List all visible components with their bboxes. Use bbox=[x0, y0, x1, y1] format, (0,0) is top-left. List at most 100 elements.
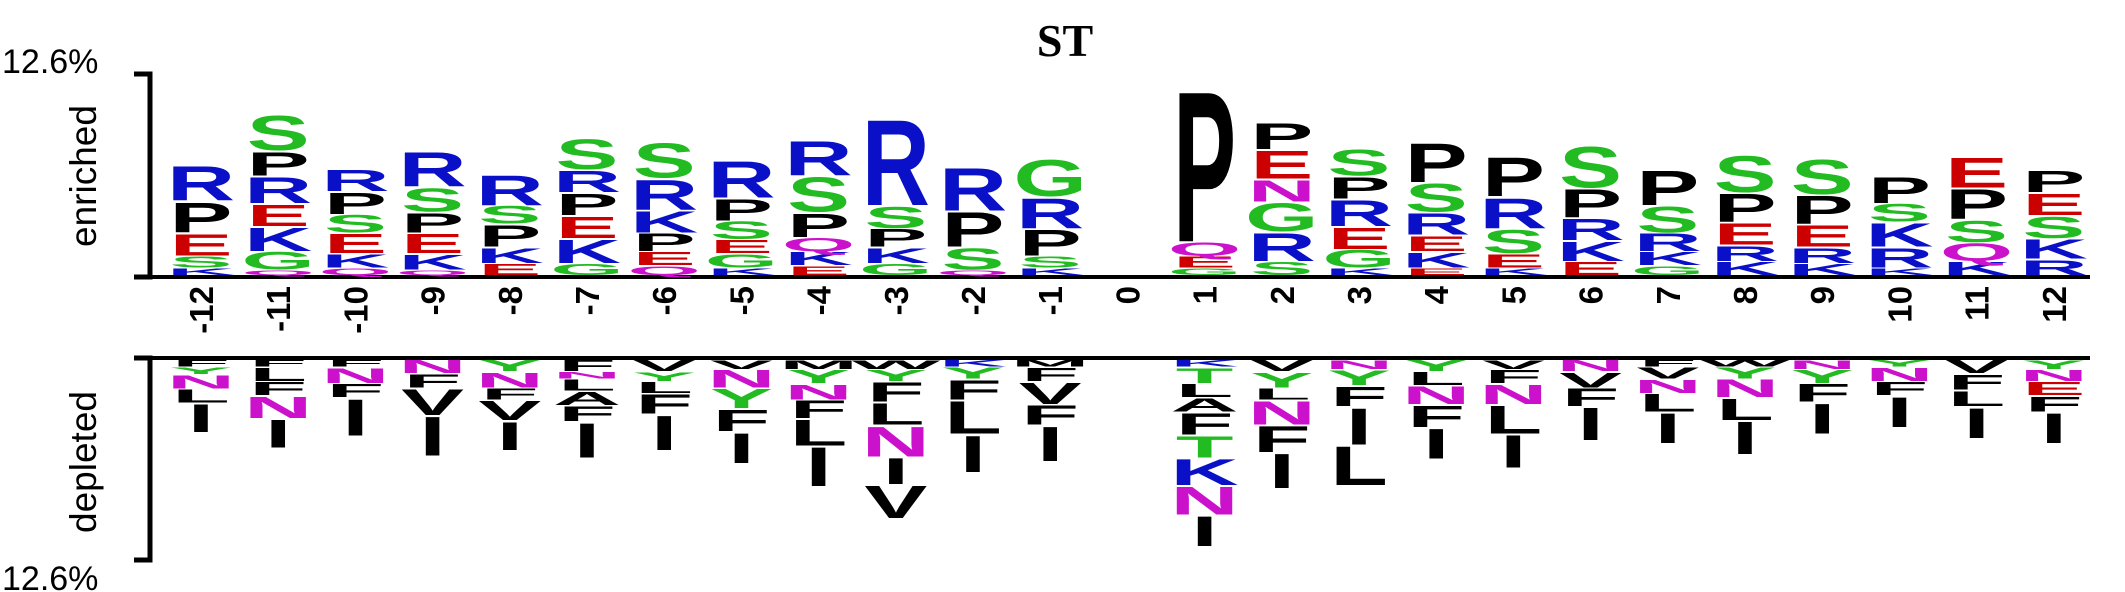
enriched-letter-r: R bbox=[1557, 212, 1625, 246]
enriched-letter-r: R bbox=[244, 170, 312, 211]
enriched-letter-p: P bbox=[1714, 186, 1777, 231]
enriched-letter-e: E bbox=[1250, 143, 1313, 188]
enriched-letter-s: S bbox=[556, 130, 619, 178]
enriched-letter-e: E bbox=[1405, 232, 1468, 256]
depleted-letter-n: N bbox=[1479, 379, 1547, 410]
enriched-letter-e: E bbox=[556, 210, 619, 244]
position-tick-label: 9 bbox=[1804, 286, 1841, 304]
depleted-letter-i: I bbox=[1037, 416, 1063, 471]
enriched-letter-g: G bbox=[1631, 264, 1704, 278]
depleted-letter-i: I bbox=[1500, 426, 1526, 478]
enriched-letter-e: E bbox=[1405, 267, 1468, 277]
depleted-letter-i: I bbox=[265, 412, 291, 457]
enriched-letter-p: P bbox=[1405, 133, 1468, 195]
enriched-letter-k: K bbox=[1557, 236, 1625, 267]
depleted-letter-l: L bbox=[558, 377, 616, 394]
depleted-letter-f: F bbox=[867, 377, 925, 408]
position-tick-label: 8 bbox=[1727, 286, 1764, 304]
position-tick-label: -12 bbox=[183, 286, 220, 334]
depleted-letter-f: F bbox=[558, 357, 616, 374]
enriched-letter-q: Q bbox=[242, 270, 315, 277]
depleted-letter-f: F bbox=[249, 358, 307, 368]
depleted-letter-v: V bbox=[401, 382, 464, 423]
depleted-letter-f: F bbox=[1562, 384, 1620, 411]
depleted-letter-f: F bbox=[713, 404, 771, 438]
depleted-letter-n: N bbox=[1711, 375, 1779, 402]
depleted-letter-y: Y bbox=[942, 365, 1005, 382]
depleted-letter-k: K bbox=[1171, 452, 1239, 493]
position-tick-label: -4 bbox=[801, 285, 838, 315]
position-tick-label: 7 bbox=[1650, 286, 1687, 304]
depleted-stacks: FYNLIFLFNIFNFINFVIYNFVIFNLAFIVYLFIVNYFIM… bbox=[167, 357, 2088, 556]
depleted-letter-f: F bbox=[1176, 407, 1234, 441]
y-axis-max-label: 12.6% bbox=[2, 43, 98, 81]
enriched-letter-e: E bbox=[324, 228, 387, 259]
depleted-letter-v: V bbox=[1636, 365, 1699, 382]
enriched-letter-k: K bbox=[1479, 267, 1547, 277]
depleted-letter-k: K bbox=[1171, 358, 1239, 368]
enriched-letter-p: P bbox=[1328, 171, 1391, 205]
depleted-letter-l: L bbox=[1407, 369, 1465, 389]
enriched-letter-k: K bbox=[1402, 248, 1470, 272]
depleted-letter-y: Y bbox=[864, 367, 927, 384]
depleted-letter-l: L bbox=[790, 412, 848, 453]
enriched-letter-q: Q bbox=[782, 235, 855, 255]
enriched-letter-p: P bbox=[1945, 180, 2008, 228]
depleted-letter-m: M bbox=[779, 358, 858, 372]
depleted-letter-y: Y bbox=[170, 366, 233, 376]
depleted-letter-v: V bbox=[864, 476, 927, 528]
enriched-letter-r: R bbox=[399, 142, 467, 197]
enriched-letter-p: P bbox=[324, 186, 387, 220]
depleted-letter-l: L bbox=[1176, 381, 1234, 401]
enriched-letter-k: K bbox=[1325, 267, 1393, 277]
enriched-letter-s: S bbox=[864, 200, 927, 234]
chart-title: ST bbox=[1037, 15, 1093, 66]
depleted-letter-l: L bbox=[1716, 393, 1774, 427]
depleted-letter-n: N bbox=[1557, 357, 1625, 374]
enriched-letter-p: P bbox=[710, 193, 773, 227]
depleted-letter-f: F bbox=[404, 371, 462, 391]
enriched-letter-n: N bbox=[1248, 174, 1316, 208]
enriched-letter-p: P bbox=[942, 202, 1005, 257]
enriched-letter-k: K bbox=[2020, 234, 2088, 265]
depleted-letter-i: I bbox=[1964, 399, 1990, 447]
enriched-letter-r: R bbox=[2020, 256, 2088, 280]
enriched-letter-k: K bbox=[862, 244, 930, 268]
depleted-letter-t: T bbox=[1176, 430, 1234, 464]
depleted-letter-w: W bbox=[851, 358, 941, 372]
position-tick-label: 0 bbox=[1109, 286, 1146, 304]
depleted-letter-n: N bbox=[167, 372, 235, 392]
position-tick-label: 1 bbox=[1187, 286, 1224, 304]
enriched-letter-e: E bbox=[787, 264, 850, 278]
depleted-letter-l: L bbox=[1485, 398, 1543, 443]
enriched-letter-e: E bbox=[1482, 251, 1545, 271]
enriched-letter-p: P bbox=[1019, 222, 1082, 263]
enriched-letter-e: E bbox=[247, 198, 310, 232]
position-tick-label: -7 bbox=[569, 286, 606, 315]
enriched-letter-k: K bbox=[476, 244, 544, 268]
enriched-letter-q: Q bbox=[936, 270, 1009, 277]
depleted-letter-a: A bbox=[1171, 395, 1239, 415]
enriched-letter-k: K bbox=[244, 221, 312, 259]
depleted-letter-f: F bbox=[635, 389, 693, 420]
depleted-letter-y: Y bbox=[1868, 358, 1931, 368]
depleted-letter-m: M bbox=[1011, 358, 1090, 368]
depleted-letter-f: F bbox=[1021, 365, 1079, 385]
depleted-letter-v: V bbox=[1250, 357, 1313, 374]
enriched-letter-k: K bbox=[707, 267, 775, 277]
enriched-letter-k: K bbox=[1016, 267, 1084, 277]
enriched-letter-g: G bbox=[705, 251, 778, 271]
depleted-letter-l: L bbox=[249, 365, 307, 385]
enriched-letter-r: R bbox=[1325, 193, 1393, 234]
depleted-letter-i: I bbox=[497, 414, 523, 459]
enriched-letter-r: R bbox=[1711, 242, 1779, 266]
depleted-letter-i: I bbox=[1269, 444, 1295, 499]
depleted-letter-l: L bbox=[1948, 387, 2006, 411]
enriched-letter-r: R bbox=[630, 171, 698, 219]
position-tick-label: 4 bbox=[1418, 285, 1455, 304]
enriched-letter-k: K bbox=[167, 267, 235, 277]
depleted-letter-n: N bbox=[1171, 479, 1239, 524]
position-tick-label: -11 bbox=[260, 286, 297, 332]
